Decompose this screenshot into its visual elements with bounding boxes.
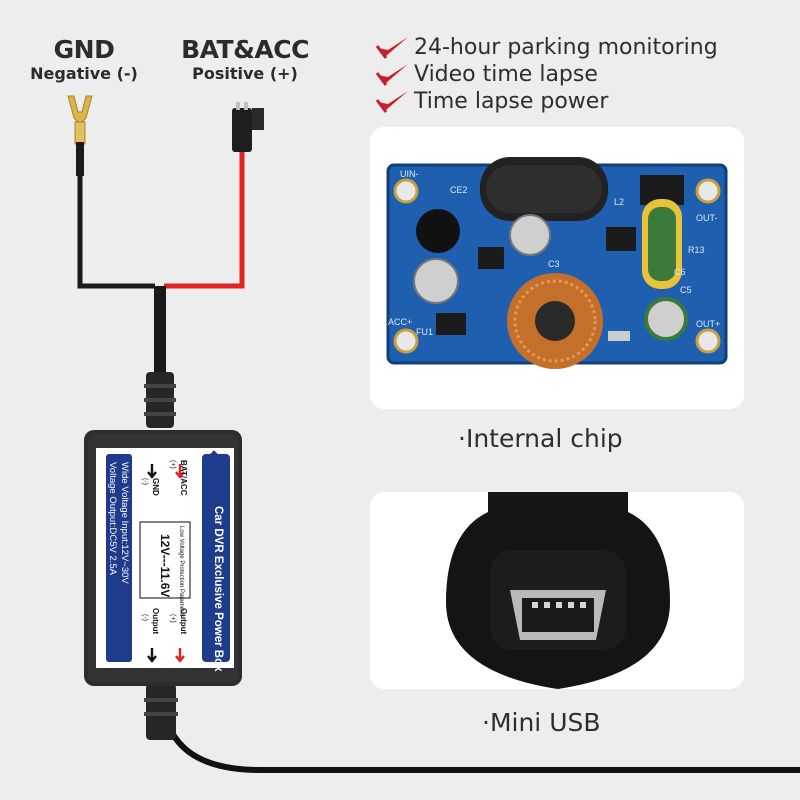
silk-c3: C3 [548,259,560,269]
feature-item: Time lapse power [374,88,794,115]
terminal-gnd: GND [151,478,160,496]
terminal-gnd-sign: (-) [141,478,148,485]
feature-item: Video time lapse [374,61,794,88]
bat-arrow-icon [175,464,185,479]
box-title: Car DVR Exclusive Power Box [212,506,224,672]
gnd-arrow-icon [147,464,157,479]
fuse-tap-icon [232,102,264,152]
output-spec: Voltage Output:DC5V 2.5A [107,462,118,576]
brand-logo-icon [202,450,226,474]
range-value: 12V---11.6V [158,534,172,598]
pcb-image [386,157,728,369]
internal-chip-card: UIN- CE2 L2 OUT- ACC+ FU1 OUT+ C6 C5 R13… [370,127,744,409]
yellow-inductor [642,199,682,289]
fork-terminal-icon [67,95,93,176]
silk-uin: UIN- [400,169,419,179]
gnd-label: GND Negative (-) [20,36,148,84]
silk-c6: C6 [674,267,686,277]
feature-list: 24-hour parking monitoring Video time la… [374,34,794,115]
silk-out-minus: OUT- [696,213,718,223]
strain-relief-top [144,372,176,428]
gnd-title: GND [53,35,115,64]
mini-usb-caption: ·Mini USB [482,708,601,737]
silk-fu1: FU1 [416,327,434,337]
power-box-label: E-ACE Car DVR Exclusive Power Box BAT/AC… [96,448,234,672]
output-plus-label: Output [179,608,188,635]
output-plus-sign: (+) [169,614,176,623]
output-plus-arrow-icon [175,648,185,663]
range-caption: Low Voltage Protection Parameter [178,526,184,618]
silk-acc-plus: ACC+ [388,317,413,327]
feature-item: 24-hour parking monitoring [374,34,794,61]
gnd-subtitle: Negative (-) [30,64,138,83]
check-icon [375,91,408,113]
silk-l2: L2 [614,197,625,207]
bat-subtitle: Positive (+) [192,64,298,83]
feature-label: Time lapse power [414,89,609,114]
terminal-bat-sign: (+) [169,460,176,469]
check-icon [375,37,408,59]
feature-label: 24-hour parking monitoring [414,35,718,60]
bat-label: BAT&ACC Positive (+) [172,36,318,84]
toroid-inductor [507,273,603,369]
power-box-label-art [106,450,230,663]
input-spec: Wide Voltage Input:12V~30V [119,462,130,584]
silk-ce2: CE2 [450,185,468,195]
mini-usb-card [370,492,744,689]
silk-r13: R13 [688,245,705,255]
bat-title: BAT&ACC [181,35,309,64]
output-minus-arrow-icon [147,648,157,663]
strain-relief-bottom [144,684,178,740]
silk-c5: C5 [680,285,692,295]
mini-usb-image [446,492,670,689]
feature-label: Video time lapse [414,62,598,87]
terminal-bat: BAT/ACC [179,460,188,496]
internal-chip-caption: ·Internal chip [458,424,623,453]
silk-out-plus: OUT+ [696,319,721,329]
output-minus-sign: (-) [141,614,148,621]
check-icon [375,64,408,86]
output-minus-label: Output [151,608,160,635]
